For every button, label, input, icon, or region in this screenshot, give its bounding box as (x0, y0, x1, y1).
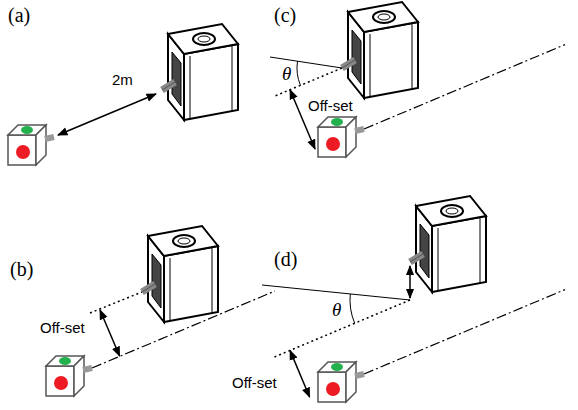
offset-label: Off-set (306, 98, 355, 115)
distance-arrow (58, 94, 156, 135)
offset-label: Off-set (38, 320, 87, 337)
panel-label: (d) (272, 248, 299, 270)
angle-label: θ (330, 300, 343, 321)
panel-label: (b) (8, 258, 35, 280)
angle-label: θ (280, 64, 293, 85)
panel-label: (c) (272, 4, 298, 26)
panel-label: (a) (6, 4, 32, 26)
offset-label: Off-set (230, 375, 279, 392)
distance-label: 2m (110, 72, 135, 89)
